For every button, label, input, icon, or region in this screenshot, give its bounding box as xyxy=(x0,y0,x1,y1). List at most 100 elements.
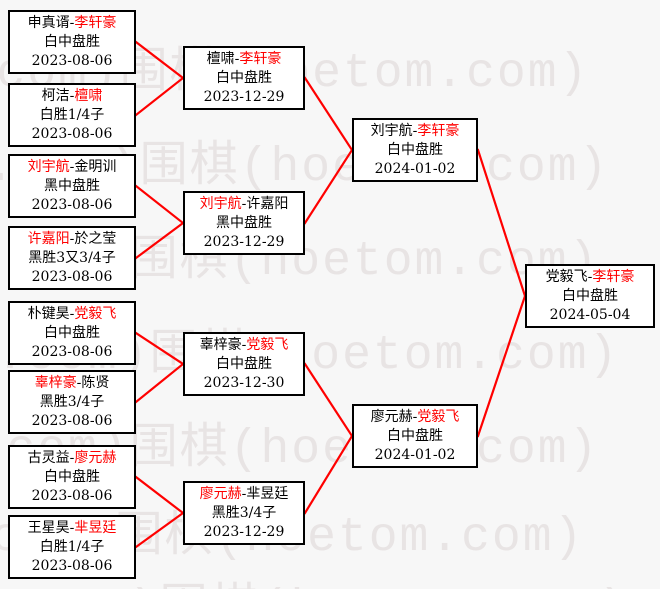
player2-name: 於之莹 xyxy=(74,230,117,247)
connector-line xyxy=(303,362,354,438)
connector-line xyxy=(134,76,185,117)
match-box-round1-match1: 申真谞-李轩豪 白中盘胜 2023-08-06 xyxy=(8,10,136,74)
connector-line xyxy=(134,362,185,404)
match-date: 2024-01-02 xyxy=(374,160,456,177)
connector-line xyxy=(303,434,354,515)
match-date: 2023-08-06 xyxy=(31,557,113,574)
match-pair: 许嘉阳-於之莹 xyxy=(10,230,134,249)
match-pair: 柯洁-檀啸 xyxy=(10,87,134,106)
match-result: 黑胜3/4子 xyxy=(211,504,277,521)
match-box-semifinal-bottom: 廖元赫-党毅飞 白中盘胜 2024-01-02 xyxy=(352,404,478,468)
connector-line xyxy=(134,511,185,549)
match-pair: 辜梓豪-党毅飞 xyxy=(185,336,303,355)
match-box-round2-match2: 刘宇航-许嘉阳 黑中盘胜 2023-12-29 xyxy=(183,191,305,255)
connector-line xyxy=(134,475,185,515)
match-date: 2024-01-02 xyxy=(374,446,456,463)
match-box-round1-match5: 朴键昊-党毅飞 白中盘胜 2023-08-06 xyxy=(8,301,136,365)
player2-name: 檀啸 xyxy=(74,87,103,104)
connector-line xyxy=(303,76,354,152)
match-result: 黑胜3/4子 xyxy=(39,393,105,410)
connector-line xyxy=(476,148,527,298)
pair-separator: - xyxy=(69,449,75,466)
match-box-round1-match7: 古灵益-廖元赫 白中盘胜 2023-08-06 xyxy=(8,445,136,509)
match-date: 2023-12-29 xyxy=(203,233,285,250)
match-pair: 刘宇航-李轩豪 xyxy=(354,122,476,141)
pair-separator: - xyxy=(241,336,247,353)
match-result: 白中盘胜 xyxy=(387,427,443,444)
connector-line xyxy=(134,331,185,366)
match-date: 2023-08-06 xyxy=(31,487,113,504)
player1-name: 廖元赫 xyxy=(199,485,242,502)
player2-name: 党毅飞 xyxy=(417,408,460,425)
match-box-round1-match2: 柯洁-檀啸 白胜1/4子 2023-08-06 xyxy=(8,83,136,147)
player1-name: 刘宇航 xyxy=(370,122,413,139)
player2-name: 李轩豪 xyxy=(592,268,635,285)
match-result: 白中盘胜 xyxy=(44,324,100,341)
player2-name: 陈贤 xyxy=(81,374,110,391)
match-box-round1-match4: 许嘉阳-於之莹 黑胜3又3/4子 2023-08-06 xyxy=(8,226,136,290)
match-pair: 刘宇航-金明训 xyxy=(10,158,134,177)
match-result: 白中盘胜 xyxy=(44,33,100,50)
match-box-round1-match3: 刘宇航-金明训 黑中盘胜 2023-08-06 xyxy=(8,154,136,218)
match-pair: 王星昊-芈昱廷 xyxy=(10,519,134,538)
connector-line xyxy=(134,221,185,260)
player1-name: 辜梓豪 xyxy=(199,336,242,353)
match-result: 白中盘胜 xyxy=(562,287,618,304)
match-result: 白中盘胜 xyxy=(44,468,100,485)
match-date: 2023-08-06 xyxy=(31,268,113,285)
player1-name: 廖元赫 xyxy=(370,408,413,425)
match-result: 黑中盘胜 xyxy=(44,177,100,194)
player1-name: 申真谞 xyxy=(27,14,70,31)
player2-name: 芈昱廷 xyxy=(74,519,117,536)
connector-line xyxy=(476,294,527,438)
player1-name: 刘宇航 xyxy=(199,195,242,212)
match-result: 白胜1/4子 xyxy=(39,106,105,123)
player2-name: 党毅飞 xyxy=(246,336,289,353)
player2-name: 李轩豪 xyxy=(417,122,460,139)
pair-separator: - xyxy=(69,87,75,104)
match-result: 白中盘胜 xyxy=(216,355,272,372)
pair-separator: - xyxy=(412,122,418,139)
player1-name: 刘宇航 xyxy=(27,158,70,175)
match-date: 2023-08-06 xyxy=(31,196,113,213)
match-date: 2024-05-04 xyxy=(549,306,631,323)
match-box-round2-match1: 檀啸-李轩豪 白中盘胜 2023-12-29 xyxy=(183,46,305,110)
connector-line xyxy=(134,184,185,225)
match-result: 白胜1/4子 xyxy=(39,538,105,555)
watermark-text: 围棋(hoetom.com) xyxy=(0,583,160,589)
pair-separator: - xyxy=(241,195,247,212)
match-result: 白中盘胜 xyxy=(387,141,443,158)
match-pair: 党毅飞-李轩豪 xyxy=(527,268,653,287)
player2-name: 李轩豪 xyxy=(74,14,117,31)
player1-name: 檀啸 xyxy=(206,50,235,67)
player2-name: 金明训 xyxy=(74,158,117,175)
player2-name: 许嘉阳 xyxy=(246,195,289,212)
watermark-row: 围棋(hoetom.com)围棋(hoetom.com) xyxy=(0,566,629,589)
match-box-semifinal-top: 刘宇航-李轩豪 白中盘胜 2024-01-02 xyxy=(352,118,478,182)
match-box-round2-match3: 辜梓豪-党毅飞 白中盘胜 2023-12-30 xyxy=(183,332,305,396)
match-pair: 申真谞-李轩豪 xyxy=(10,14,134,33)
match-pair: 辜梓豪-陈贤 xyxy=(10,374,134,393)
connector-line xyxy=(134,40,185,80)
match-box-final: 党毅飞-李轩豪 白中盘胜 2024-05-04 xyxy=(525,264,655,328)
pair-separator: - xyxy=(69,14,75,31)
match-date: 2023-12-29 xyxy=(203,523,285,540)
match-box-round1-match8: 王星昊-芈昱廷 白胜1/4子 2023-08-06 xyxy=(8,515,136,579)
match-pair: 古灵益-廖元赫 xyxy=(10,449,134,468)
player1-name: 辜梓豪 xyxy=(34,374,77,391)
match-date: 2023-08-06 xyxy=(31,343,113,360)
pair-separator: - xyxy=(241,485,247,502)
player1-name: 古灵益 xyxy=(27,449,70,466)
match-result: 白中盘胜 xyxy=(216,69,272,86)
pair-separator: - xyxy=(587,268,593,285)
match-date: 2023-12-30 xyxy=(203,374,285,391)
player2-name: 李轩豪 xyxy=(239,50,282,67)
match-date: 2023-08-06 xyxy=(31,412,113,429)
player1-name: 许嘉阳 xyxy=(27,230,70,247)
pair-separator: - xyxy=(69,305,75,322)
pair-separator: - xyxy=(412,408,418,425)
player1-name: 党毅飞 xyxy=(545,268,588,285)
pair-separator: - xyxy=(69,230,75,247)
